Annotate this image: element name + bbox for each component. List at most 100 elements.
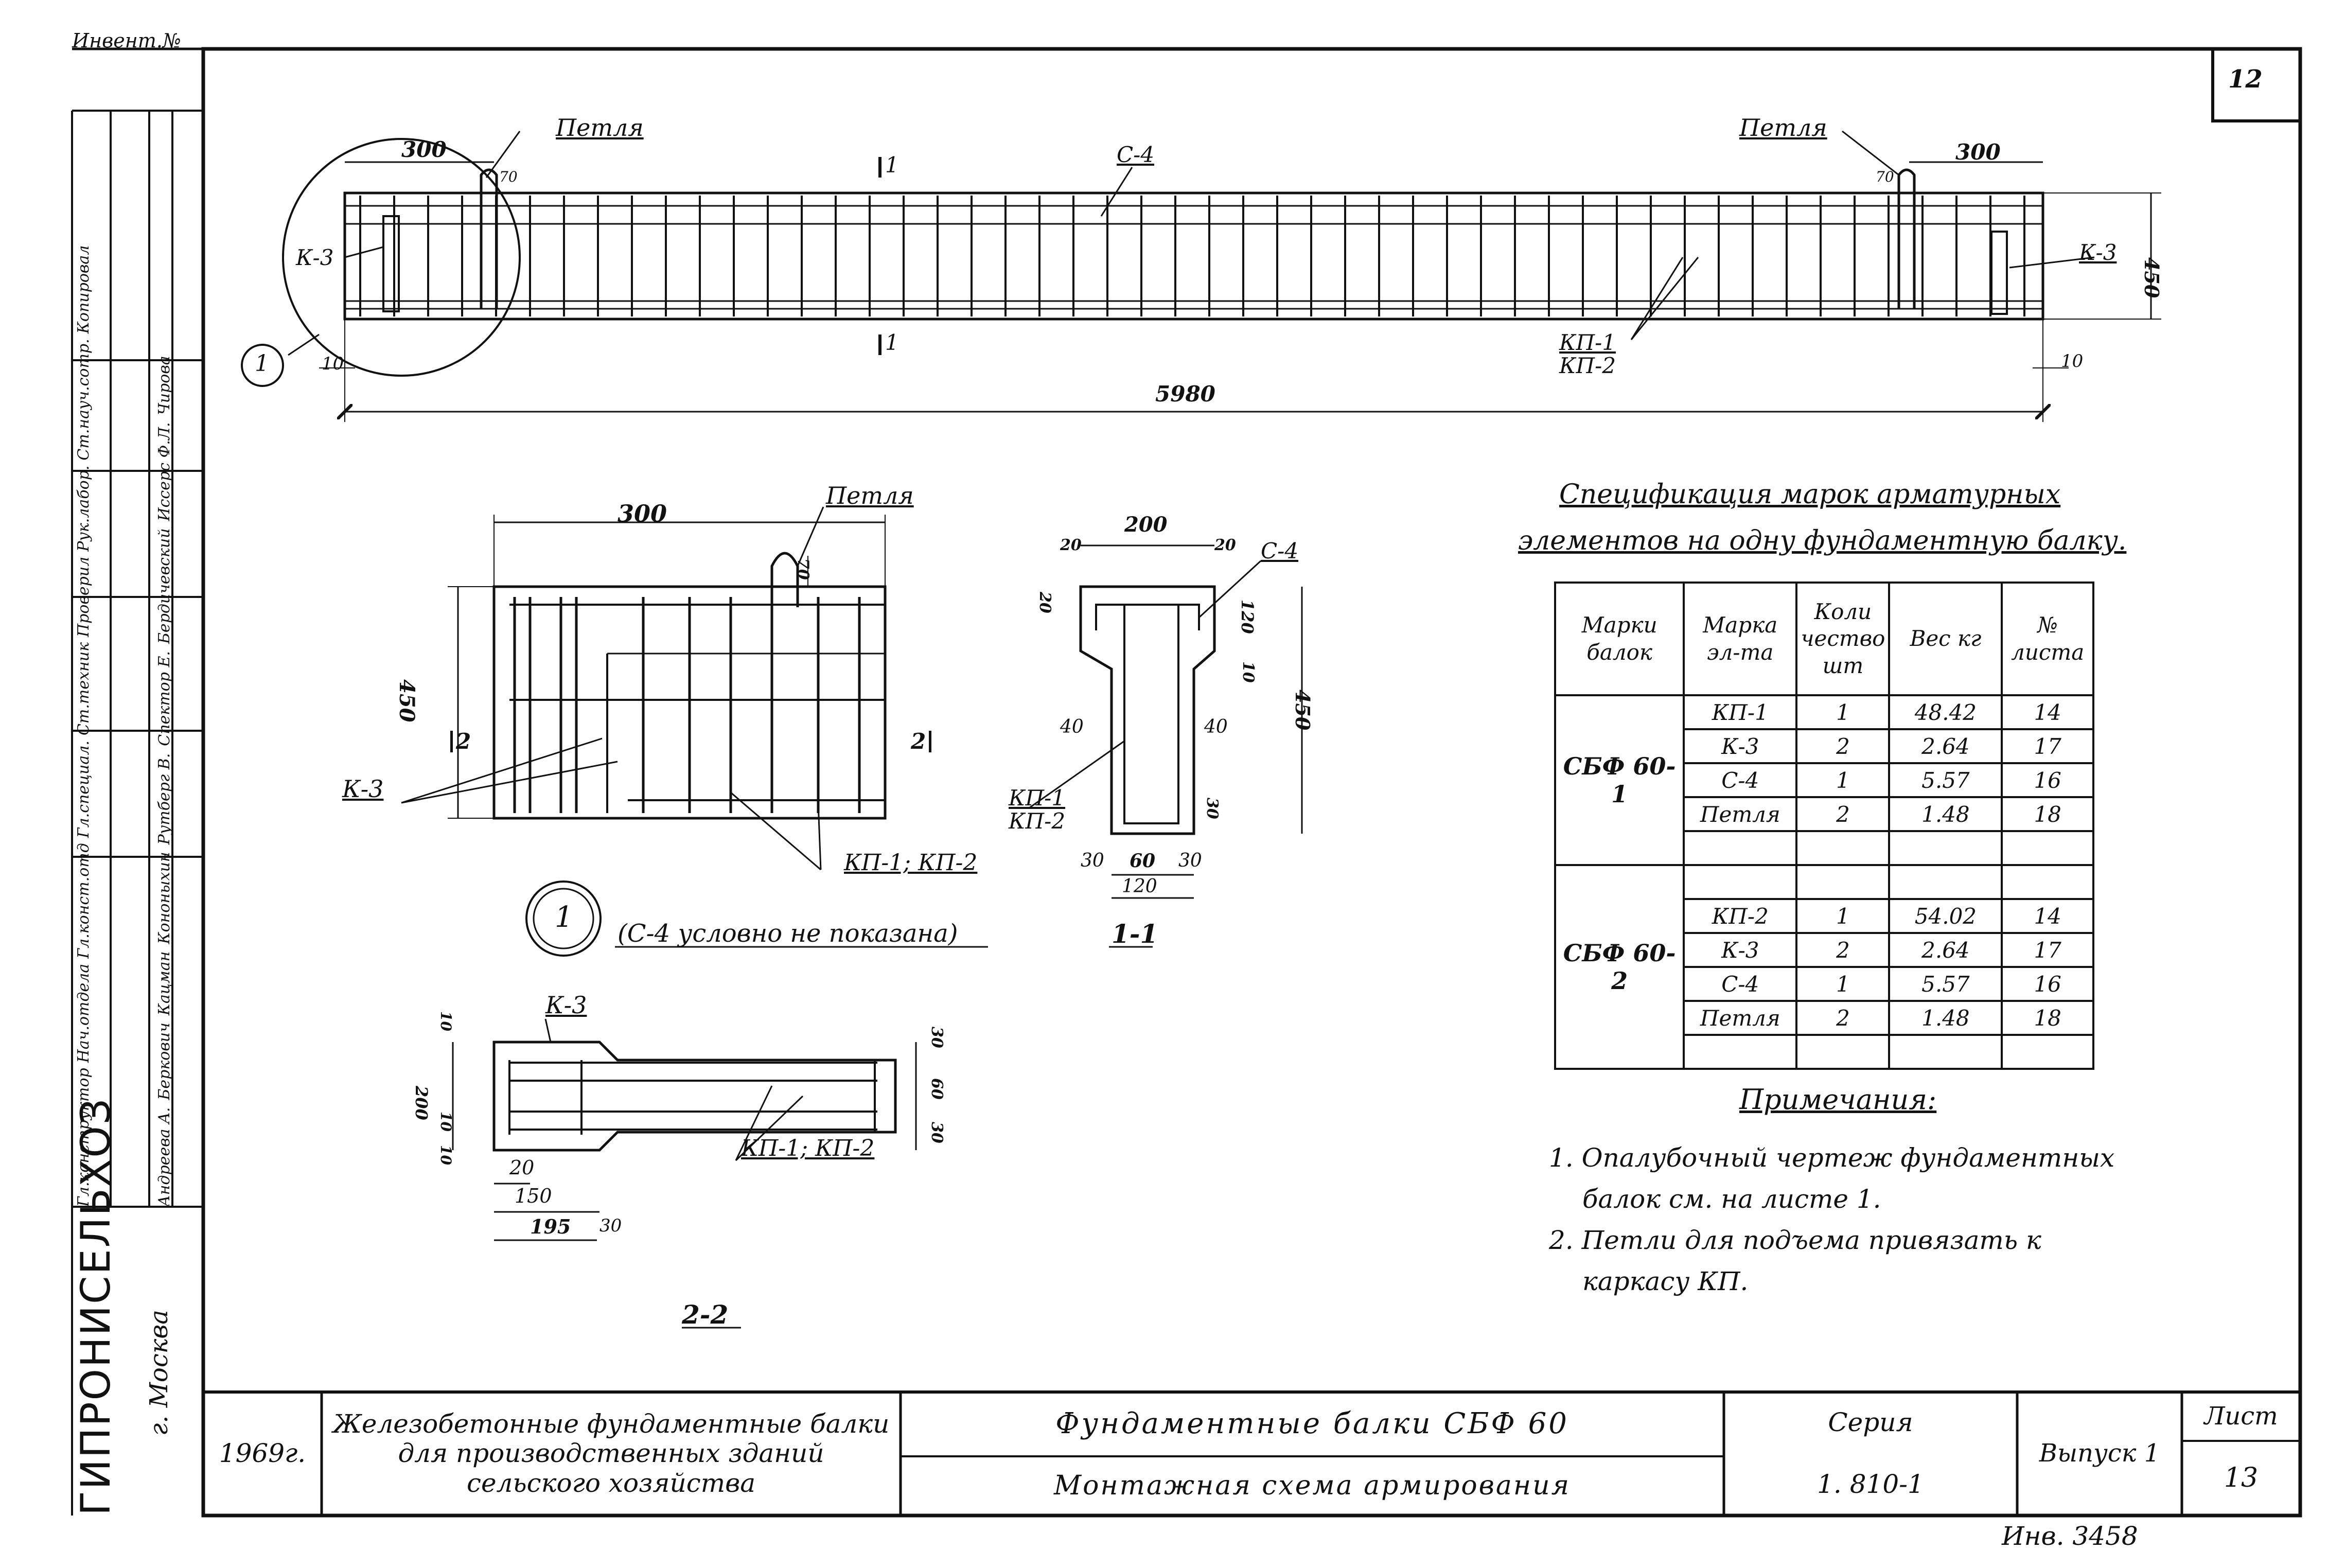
spec-cell: 16 xyxy=(2001,966,2094,1002)
sheet-number-top: 12 xyxy=(2228,65,2263,94)
elevation-dim-10-right: 10 xyxy=(2061,351,2084,372)
spec-cell: КП-1 xyxy=(1683,694,1798,730)
spec-header-beam-marks: Марки балок xyxy=(1554,582,1685,696)
table-row xyxy=(1555,830,2094,866)
section11-c4-label: С-4 xyxy=(1261,538,1299,563)
detail1-kp-label: КП-1; КП-2 xyxy=(844,850,978,876)
elevation-c4-label: С-4 xyxy=(1117,142,1155,167)
table-row: СБФ 60-2 xyxy=(1554,864,2094,1070)
stirrup-lines xyxy=(359,196,2025,316)
spec-cell xyxy=(1683,1034,1798,1070)
section11-title: 1-1 xyxy=(1112,919,1158,949)
spec-cell: Петля xyxy=(1683,796,1798,832)
side-stamp-name: Бердичевский xyxy=(155,528,173,644)
spec-cell: С-4 xyxy=(1683,966,1798,1002)
side-stamp-role: Гл.конструктор xyxy=(75,1068,93,1207)
spec-cell: 2 xyxy=(1795,1000,1891,1036)
spec-cell xyxy=(2001,864,2094,900)
elevation-right-loop-label: Петля xyxy=(1739,114,1827,142)
title-block-sheet-value: 13 xyxy=(2224,1462,2259,1493)
section11-dim-10: 10 xyxy=(1239,661,1257,683)
section-2-2-drawing xyxy=(452,1018,917,1329)
spec-cell: КП-2 xyxy=(1683,898,1798,934)
table-row: К-3 2 2.64 17 xyxy=(1555,932,2094,968)
title-block-title-top: Фундаментные балки СБФ 60 xyxy=(1055,1407,1569,1441)
spec-title-line1: Спецификация марок арматурных xyxy=(1559,479,2061,510)
detail-1-bars xyxy=(513,597,861,813)
spec-header-sheet-no: № листа xyxy=(2001,582,2094,696)
table-row: КП-2 1 54.02 14 xyxy=(1555,898,2094,934)
section11-dim-20-left: 20 xyxy=(1060,536,1082,554)
side-stamp-name: Рутберг В. xyxy=(155,753,173,845)
spec-cell: К-3 xyxy=(1683,728,1798,764)
spec-cell: 2.64 xyxy=(1888,932,2003,968)
detail-1-drawing xyxy=(401,506,988,957)
table-row: Петля 2 1.48 18 xyxy=(1555,1000,2094,1036)
side-stamp-roles: Гл.конструктор Нач.отдела Гл.конст.отд Г… xyxy=(75,245,93,1207)
elevation-dim-300-left: 300 xyxy=(401,137,447,162)
spec-cell: 1.48 xyxy=(1888,796,2003,832)
side-stamp-role: Ст.техник xyxy=(75,642,93,736)
elevation-kp1-label: КП-1 xyxy=(1559,330,1616,355)
spec-header-quantity: Коли чество шт xyxy=(1795,582,1891,696)
section11-dim-30-right: 30 xyxy=(1178,850,1202,871)
spec-header-element-mark: Марка эл-та xyxy=(1683,582,1798,696)
side-stamp-org: ГИПРОНИСЕЛЬХОЗ xyxy=(73,1097,119,1516)
table-row: СБФ 60-1 КП-1 1 48.42 14 xyxy=(1554,694,2094,866)
spec-cell: 18 xyxy=(2001,796,2094,832)
spec-cell xyxy=(1683,830,1798,866)
note-1-line1: 1. Опалубочный чертеж фундаментных xyxy=(1549,1143,2115,1173)
spec-cell: 48.42 xyxy=(1888,694,2003,730)
section22-dim-10-low: 10 xyxy=(437,1145,454,1165)
side-stamp-role: Ст.науч.сотр. xyxy=(75,339,93,461)
table-row: Петля 2 1.48 18 xyxy=(1555,796,2094,832)
spec-cell xyxy=(1888,864,2003,900)
section22-dim-10-top: 10 xyxy=(437,1011,454,1031)
elevation-section-mark-top: 1 xyxy=(885,152,899,178)
note-2-line1: 2. Петли для подъема привязать к xyxy=(1549,1225,2041,1255)
sheet-frame xyxy=(72,47,2302,1518)
detail1-circle-number: 1 xyxy=(555,901,573,934)
spec-cell: 17 xyxy=(2001,728,2094,764)
spec-cell xyxy=(1683,864,1798,900)
section22-dim-200: 200 xyxy=(412,1086,431,1120)
side-stamp-name: Кононыхин xyxy=(155,852,173,944)
beam-elevation xyxy=(241,130,2161,422)
section11-kp2-label: КП-2 xyxy=(1009,808,1066,834)
detail1-section-right: 2 xyxy=(911,731,932,752)
side-stamp-name: Кацман xyxy=(155,951,173,1016)
spec-cell xyxy=(1888,830,2003,866)
note-1-line2: балок см. на листе 1. xyxy=(1582,1184,1881,1214)
spec-cell: 2 xyxy=(1795,932,1891,968)
section-1-1-drawing xyxy=(1029,544,1303,948)
elevation-dim-300-right: 300 xyxy=(1955,139,2001,165)
table-row: С-4 1 5.57 16 xyxy=(1555,966,2094,1002)
inventory-number: Инв. 3458 xyxy=(2002,1521,2138,1551)
spec-cell: 14 xyxy=(2001,694,2094,730)
spec-cell: Петля xyxy=(1683,1000,1798,1036)
elevation-total-length: 5980 xyxy=(1155,381,1215,407)
spec-cell: 1 xyxy=(1795,694,1891,730)
section22-dim-60: 60 xyxy=(928,1078,946,1100)
detail1-section-left: 2 xyxy=(450,731,471,752)
side-stamp-table: Гл.конструктор Нач.отдела Гл.конст.отд Г… xyxy=(72,111,203,1207)
spec-cell: 18 xyxy=(2001,1000,2094,1036)
section22-kp-label: КП-1; КП-2 xyxy=(741,1135,875,1161)
detail1-dim-450: 450 xyxy=(395,679,419,723)
spec-cell xyxy=(1795,864,1891,900)
side-stamp-role: Копировал xyxy=(75,245,93,334)
detail1-dim-300: 300 xyxy=(618,500,667,527)
section22-dim-195: 195 xyxy=(530,1215,571,1238)
detail1-loop-label: Петля xyxy=(826,482,914,509)
spec-cell xyxy=(1888,1034,2003,1070)
spec-cell: 5.57 xyxy=(1888,762,2003,798)
side-stamp-role: Нач.отдела xyxy=(75,963,93,1063)
title-block-title-bottom: Монтажная схема армирования xyxy=(1053,1470,1571,1501)
section11-dim-450: 450 xyxy=(1291,690,1314,731)
side-stamp-name: Чирова xyxy=(155,356,173,415)
spec-cell: 2 xyxy=(1795,796,1891,832)
elevation-dim-70-right: 70 xyxy=(1876,168,1894,185)
section11-dim-120: 120 xyxy=(1238,600,1257,634)
elevation-k3-left: К-3 xyxy=(296,245,334,270)
